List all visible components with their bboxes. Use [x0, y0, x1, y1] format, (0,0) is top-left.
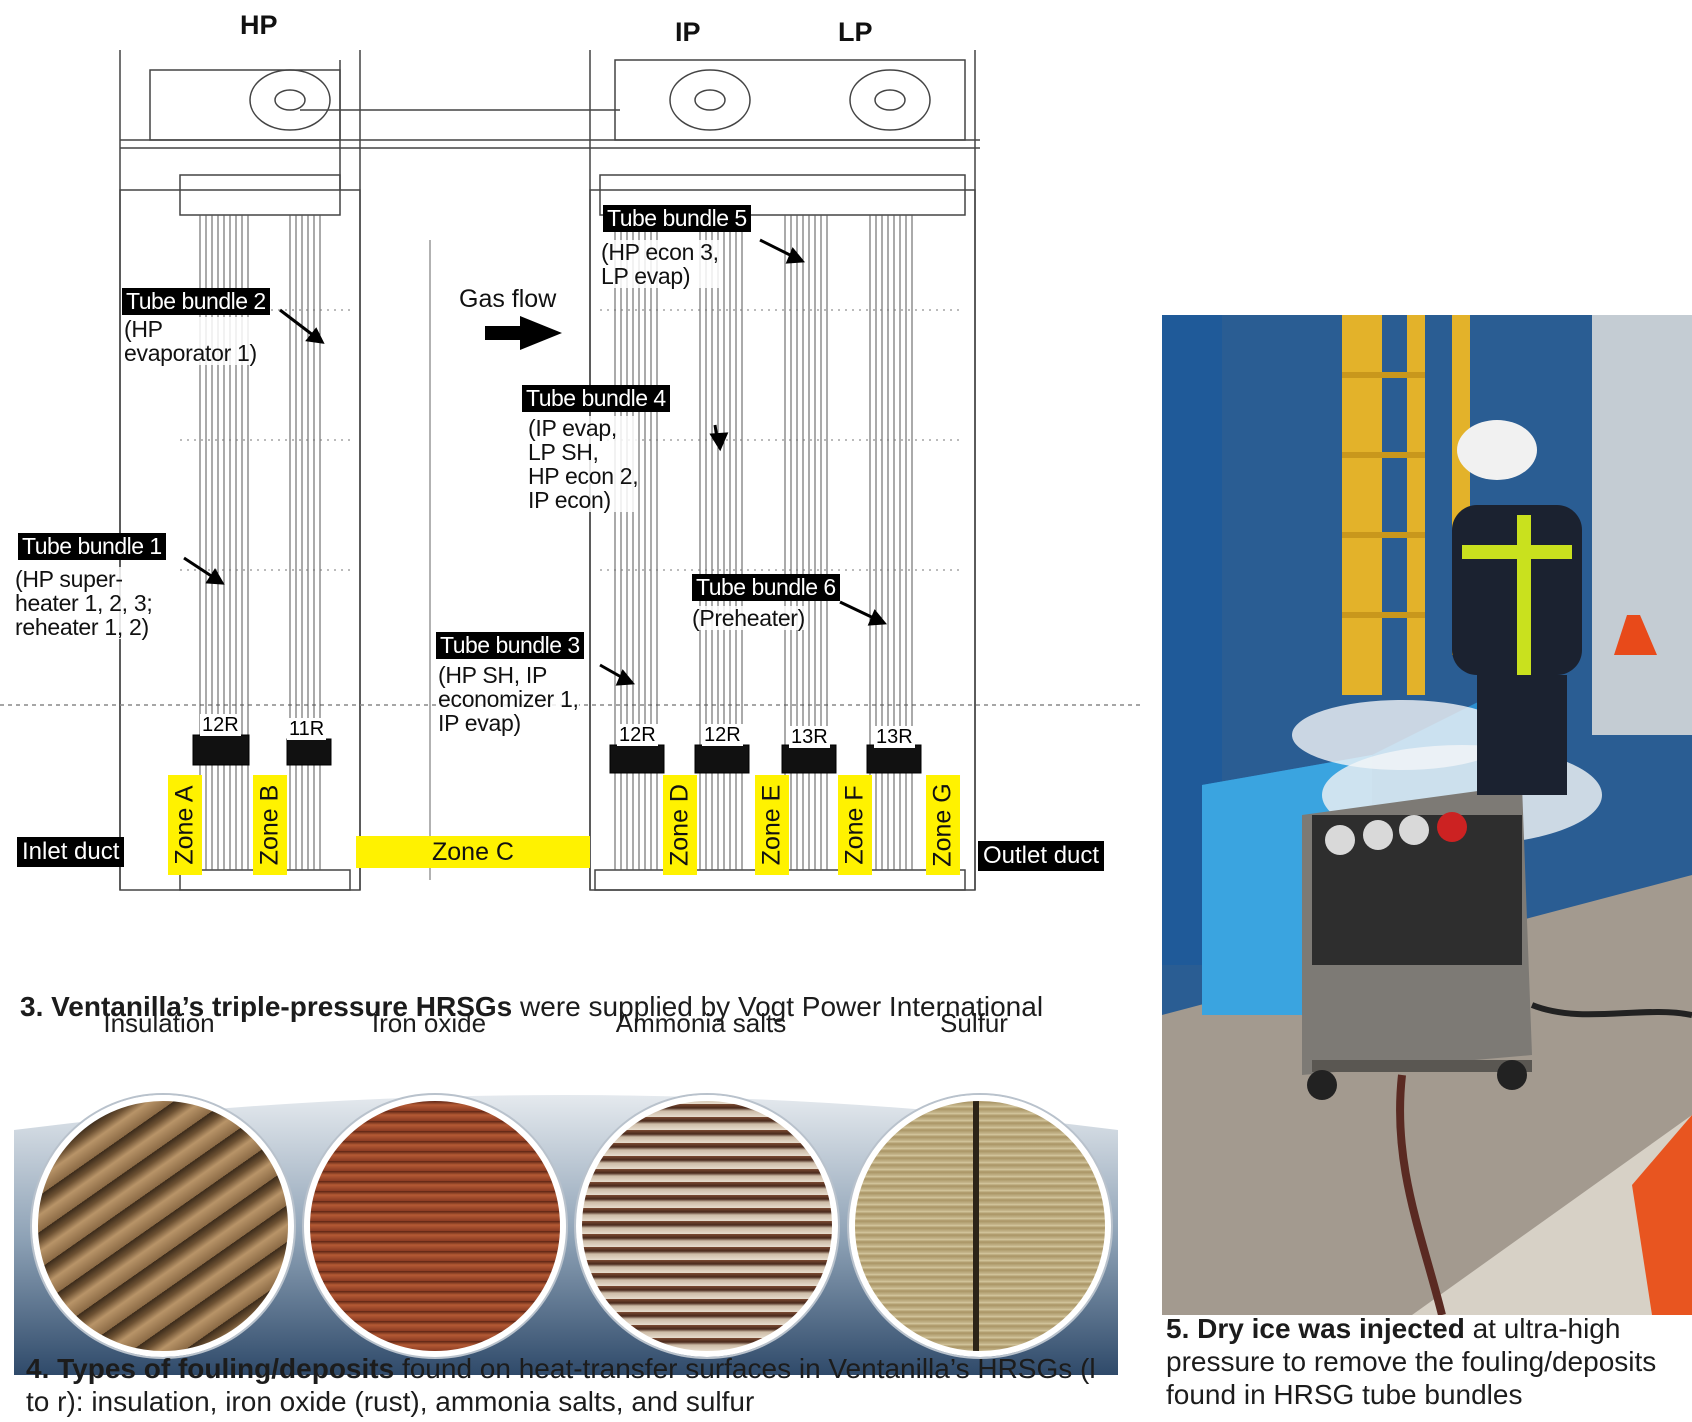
sulfur-photo [849, 1095, 1111, 1357]
sootblower-label: 11R [287, 718, 327, 740]
outlet-duct-label: Outlet duct [978, 841, 1105, 871]
tube-bundle-5-label: Tube bundle 5 [603, 205, 751, 232]
zone-a-label: Zone A [170, 785, 199, 865]
lp-label: LP [838, 17, 873, 47]
hp-label: HP [240, 10, 278, 40]
sulfur-tube-gap [973, 1101, 979, 1351]
zone-d: Zone D [663, 775, 697, 875]
insulation-photo [32, 1095, 294, 1357]
deposit-label-ammonia-salts: Ammonia salts [615, 1008, 787, 1038]
tube-bundle-5-desc: (HP econ 3, LP evap) [601, 239, 719, 289]
dry-ice-photo-illustration [1162, 315, 1692, 1315]
figure-5-caption-text: at ultra-high pressure to remove the fou… [1166, 1313, 1657, 1410]
zone-d-label: Zone D [665, 784, 694, 866]
zone-b-label: Zone B [255, 784, 284, 866]
tube-bundle-2-label: Tube bundle 2 [122, 288, 270, 315]
iron-oxide-photo [304, 1095, 566, 1357]
fouling-types-figure: Insulation Iron oxide Ammonia salts Sulf… [14, 1008, 1118, 1375]
tube-bundle-4-desc: (IP evap, LP SH, HP econ 2, IP econ) [528, 415, 639, 513]
sootblower-label: 12R [702, 724, 743, 746]
tube-bundle-3-label: Tube bundle 3 [436, 632, 584, 659]
deposit-label-iron-oxide: Iron oxide [371, 1008, 487, 1038]
tube-bundle-6-label: Tube bundle 6 [692, 574, 840, 601]
zone-c: Zone C [356, 836, 590, 868]
figure-4-caption-title: 4. Types of fouling/deposits [26, 1353, 395, 1384]
sootblower-label: 12R [200, 714, 241, 736]
zone-a: Zone A [168, 775, 202, 875]
sootblower-label: 13R [789, 726, 830, 748]
zone-e: Zone E [755, 775, 789, 875]
zone-e-label: Zone E [757, 784, 786, 866]
zone-f-label: Zone F [840, 785, 869, 865]
hrsg-diagram-figure: HP IP LP Gas flow Tube bundle 1 (HP supe… [0, 0, 1140, 975]
deposit-label-sulfur: Sulfur [940, 1008, 1008, 1038]
dry-ice-photo [1162, 315, 1692, 1315]
figure-5-caption: 5. Dry ice was injected at ultra-high pr… [1166, 1312, 1686, 1411]
sootblower-label: 13R [874, 726, 915, 748]
hrsg-line-drawing [0, 50, 1140, 891]
tube-bundle-2-desc: (HP evaporator 1) [124, 316, 257, 366]
tube-bundle-3-desc: (HP SH, IP economizer 1, IP evap) [438, 662, 579, 736]
gas-flow-label: Gas flow [459, 285, 557, 313]
sootblower-label: 12R [617, 724, 658, 746]
ammonia-salts-photo [576, 1095, 838, 1357]
zone-g: Zone G [926, 775, 960, 875]
figure-5-caption-title: 5. Dry ice was injected [1166, 1313, 1465, 1344]
figure-3-caption-title: 3. Ventanilla’s triple-pressure HRSGs [20, 991, 513, 1022]
zone-f: Zone F [838, 775, 872, 875]
inlet-duct-label: Inlet duct [17, 837, 125, 867]
deposit-label-insulation: Insulation [103, 1008, 215, 1038]
zone-b: Zone B [253, 775, 287, 875]
zone-g-label: Zone G [928, 783, 957, 867]
figure-4-caption: 4. Types of fouling/deposits found on he… [26, 1352, 1126, 1418]
figure-4-caption-text: found on heat-transfer surfaces in Venta… [26, 1353, 1096, 1417]
tube-bundle-4-label: Tube bundle 4 [522, 385, 670, 412]
tube-bundle-6-desc: (Preheater) [692, 605, 806, 631]
ip-label: IP [675, 17, 701, 47]
tube-bundle-1-label: Tube bundle 1 [18, 533, 166, 560]
figure-3-caption-text: were supplied by Vogt Power Internationa… [512, 991, 1044, 1022]
figure-3-caption: 3. Ventanilla’s triple-pressure HRSGs we… [20, 990, 1140, 1023]
tube-bundle-1-desc: (HP super- heater 1, 2, 3; reheater 1, 2… [15, 566, 153, 640]
